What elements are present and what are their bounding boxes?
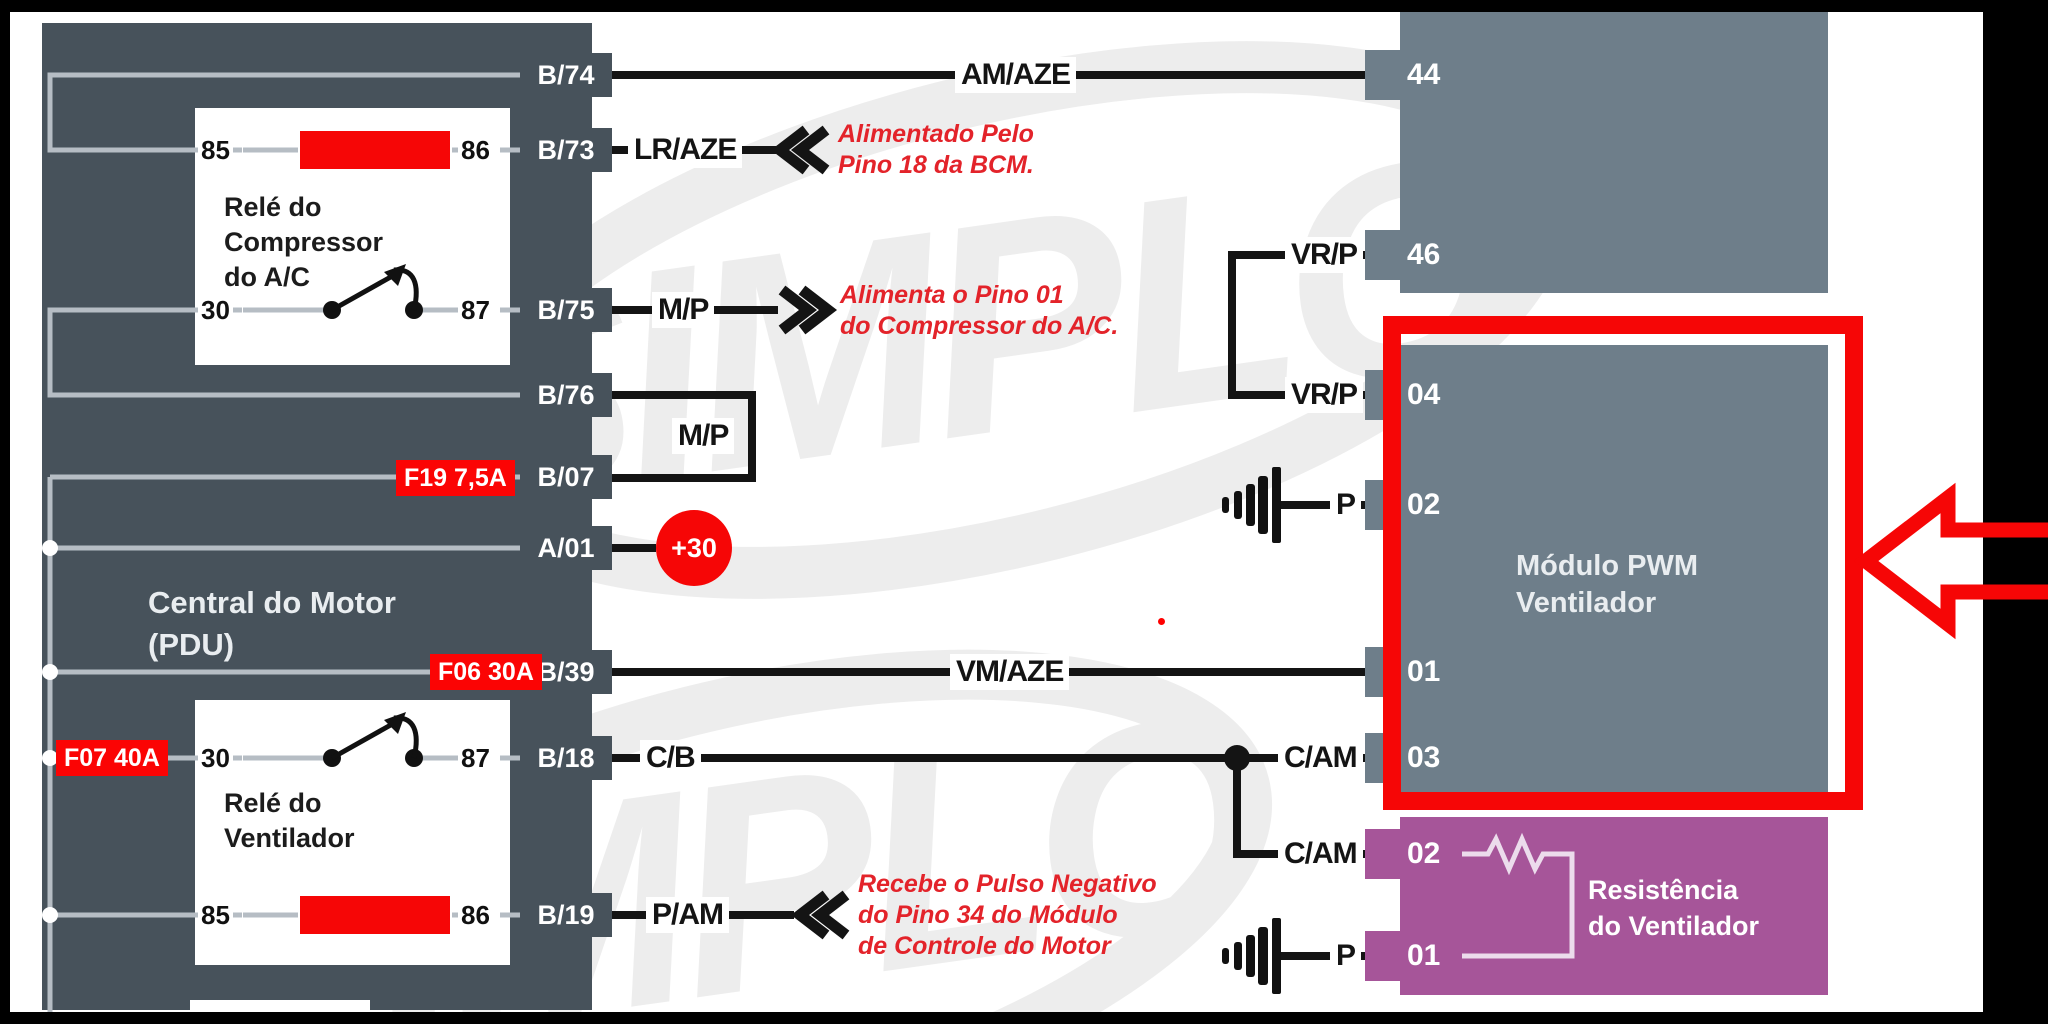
- relay-compressor-pin30: 30: [198, 295, 233, 325]
- annotation-bcm-feed-line2: Pino 18 da BCM.: [838, 151, 1034, 179]
- wire-label-p-top: P: [1330, 487, 1362, 523]
- pwm-pin-03: 03: [1365, 733, 1453, 783]
- relay-compressor-coil: [300, 131, 450, 169]
- relay-compressor-switch: [323, 264, 423, 319]
- wire-label-am-aze: AM/AZE: [955, 57, 1076, 93]
- chevron-right-icon: [778, 285, 838, 335]
- annotation-compressor-feed-line2: do Compressor do A/C.: [840, 312, 1119, 340]
- pdu-title-line2: (PDU): [148, 627, 235, 662]
- chevron-left-bottom-icon: [790, 890, 850, 940]
- pin-tab-b75: B/75: [520, 288, 612, 332]
- relay-compressor-label-line1: Relé do: [224, 192, 322, 222]
- pointer-arrow-icon: [1853, 482, 2048, 640]
- resistor-pin-02: 02: [1365, 829, 1453, 879]
- cam-junction-dot: [1224, 745, 1250, 771]
- relay-compressor-pin87: 87: [458, 295, 493, 325]
- chevron-left-icon: [770, 125, 830, 175]
- wire-label-vm-aze: VM/AZE: [950, 654, 1070, 690]
- fuse-f06: F06 30A: [430, 654, 542, 690]
- relay-compressor-label: Relé do Compressor do A/C: [224, 190, 383, 295]
- relay-fan-pin87: 87: [458, 743, 493, 773]
- pin-tab-b19: B/19: [520, 893, 612, 937]
- wire-label-mp: M/P: [652, 292, 715, 328]
- bcm-pin-46: 46: [1365, 230, 1453, 280]
- relay-fan-pin85: 85: [198, 900, 233, 930]
- pwm-module-box: [1400, 345, 1828, 795]
- red-dot-mark: [1158, 618, 1165, 625]
- relay-fan-pin30: 30: [198, 743, 233, 773]
- relay-fan-label-line2: Ventilador: [224, 823, 355, 853]
- pin-tab-b18: B/18: [520, 736, 612, 780]
- watermark-swoosh-bottom: [208, 649, 1272, 1024]
- annotation-negative-pulse-line2: do Pino 34 do Módulo: [858, 901, 1118, 929]
- wire-label-vrp-top: VR/P: [1285, 237, 1364, 273]
- wire-label-cam-top: C/AM: [1278, 740, 1363, 776]
- pwm-pin-04: 04: [1365, 370, 1453, 420]
- pwm-module-title: Módulo PWM Ventilador: [1516, 548, 1698, 622]
- relay-compressor-pin86: 86: [458, 135, 493, 165]
- relay-compressor-label-line2: Compressor: [224, 227, 384, 257]
- pwm-pin-01: 01: [1365, 647, 1453, 697]
- wire-label-vrp-bottom: VR/P: [1285, 377, 1364, 413]
- bcm-pin-44: 44: [1365, 50, 1453, 100]
- relay-fan-coil: [300, 896, 450, 934]
- ground-bottom-icon: [1222, 918, 1281, 994]
- pin-tab-a01: A/01: [520, 526, 612, 570]
- wire-label-p-bottom: P: [1330, 938, 1362, 974]
- resistor-pin-01: 01: [1365, 931, 1453, 981]
- wire-label-cam-bottom: C/AM: [1278, 836, 1363, 872]
- wire-mp-bridge: [610, 391, 756, 482]
- pin-tab-b76: B/76: [520, 373, 612, 417]
- fan-resistor-title-line1: Resistência: [1588, 875, 1739, 905]
- frame-left: [0, 0, 10, 1024]
- annotation-bcm-feed-line1: Alimentado Pelo: [838, 120, 1034, 148]
- relay-fan-switch: [323, 712, 423, 767]
- relay-fan-label-line1: Relé do: [224, 788, 322, 818]
- relay-compressor-label-line3: do A/C: [224, 262, 310, 292]
- relay-fan-label: Relé do Ventilador: [224, 786, 355, 856]
- pin-tab-b74: B/74: [520, 53, 612, 97]
- pwm-pin-02: 02: [1365, 480, 1453, 530]
- plus-30-badge: +30: [656, 510, 732, 586]
- annotation-compressor-feed-line1: Alimenta o Pino 01: [840, 281, 1064, 309]
- fan-resistor-title: Resistência do Ventilador: [1588, 872, 1759, 944]
- annotation-negative-pulse-line1: Recebe o Pulso Negativo: [858, 870, 1157, 898]
- frame-bottom: [0, 1012, 2048, 1024]
- relay-compressor-pin85: 85: [198, 135, 233, 165]
- annotation-bcm-feed: Alimentado Pelo Pino 18 da BCM.: [838, 119, 1034, 181]
- pin-tab-b73: B/73: [520, 128, 612, 172]
- fuse-f19: F19 7,5A: [396, 460, 515, 496]
- fuse-f07: F07 40A: [56, 740, 168, 776]
- pdu-title: Central do Motor (PDU): [148, 582, 396, 666]
- fan-resistor-title-line2: do Ventilador: [1588, 911, 1760, 941]
- wire-label-cb: C/B: [640, 740, 701, 776]
- wire-label-lr-aze: LR/AZE: [628, 132, 743, 168]
- frame-top: [0, 0, 2048, 12]
- pdu-title-line1: Central do Motor: [148, 585, 396, 620]
- annotation-compressor-feed: Alimenta o Pino 01 do Compressor do A/C.: [840, 280, 1118, 342]
- highlight-rectangle: [1383, 316, 1863, 810]
- fan-resistor-box: [1400, 817, 1828, 995]
- pwm-module-title-line2: Ventilador: [1516, 587, 1657, 619]
- wire-label-mp-bridge: M/P: [672, 418, 735, 454]
- bus-junction-dots: [42, 540, 58, 923]
- ground-icon: [1222, 467, 1281, 543]
- partial-relay-box: [190, 1000, 370, 1012]
- frame-right: [1983, 0, 2048, 1024]
- annotation-negative-pulse-line3: de Controle do Motor: [858, 932, 1111, 960]
- wire-label-pam: P/AM: [646, 897, 729, 933]
- resistor-icon: [1462, 832, 1575, 959]
- pin-tab-b07: B/07: [520, 455, 612, 499]
- bcm-box: [1400, 10, 1828, 293]
- pwm-module-title-line1: Módulo PWM: [1516, 550, 1699, 582]
- relay-fan-pin86: 86: [458, 900, 493, 930]
- annotation-negative-pulse: Recebe o Pulso Negativo do Pino 34 do Mó…: [858, 869, 1157, 962]
